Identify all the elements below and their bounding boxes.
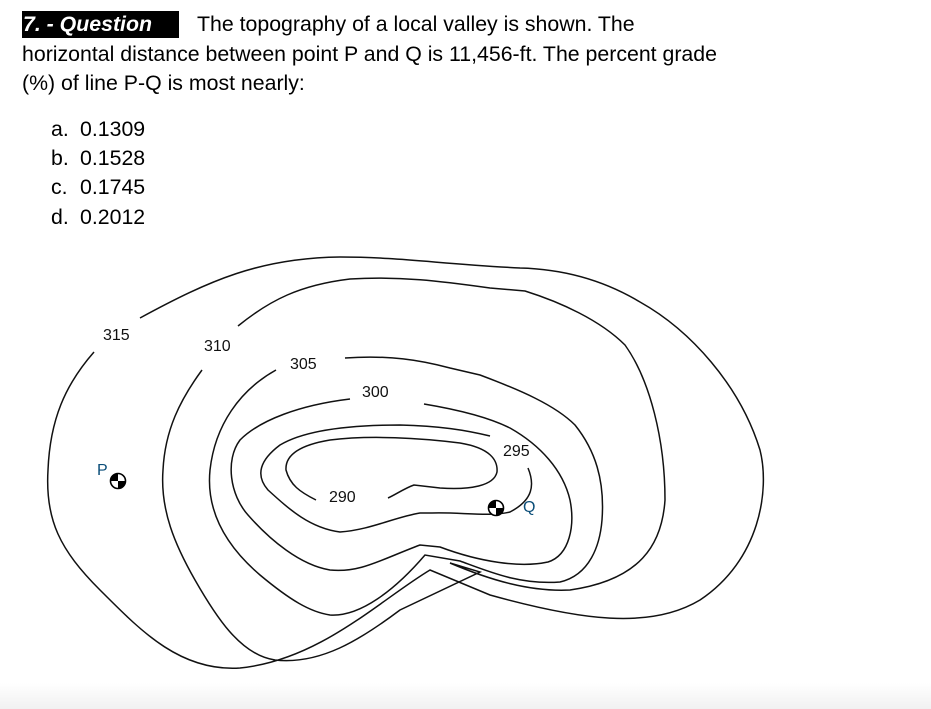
choice-value: 0.1745 [80,175,146,200]
choice-letter: d. [51,204,69,229]
page-bottom-fade [0,683,931,709]
choice-b[interactable]: b. 0.1528 [51,144,145,173]
contour-290 [285,436,498,501]
choice-d[interactable]: d. 0.2012 [51,203,145,232]
question-line-3: (%) of line P-Q is most nearly: [22,71,305,95]
question-line-2: horizontal distance between point P and … [22,41,717,66]
contour-label-310: 310 [204,338,231,355]
survey-point-p-icon [109,472,127,490]
contour-label-305: 305 [290,356,317,373]
question-text: 7. - Question The topography of a local v… [22,10,922,99]
contour-300 [230,398,573,572]
choice-value: 0.2012 [80,204,146,229]
choice-letter: a. [51,117,69,141]
choice-letter: c. [51,175,68,200]
choice-letter: b. [51,146,69,171]
choice-value: 0.1309 [80,117,146,141]
point-label-p: P [97,462,108,479]
point-label-q: Q [523,499,535,516]
contour-label-300: 300 [362,384,389,401]
contour-label-295: 295 [503,443,530,460]
choice-c[interactable]: c. 0.1745 [51,173,145,202]
choice-a[interactable]: a. 0.1309 [51,115,145,144]
survey-point-q-icon [487,499,505,517]
contour-label-315: 315 [103,327,130,344]
answer-choices: a. 0.1309 b. 0.1528 c. 0.1745 d. 0.2012 [51,115,145,232]
contour-295 [260,424,533,533]
choice-value: 0.1528 [80,146,146,171]
contour-label-290: 290 [329,489,356,506]
question-line-1: The topography of a local valley is show… [196,12,635,36]
question-number-badge: 7. - Question [22,11,179,38]
contour-305 [208,356,604,616]
contour-310 [161,277,666,662]
contour-315 [46,256,765,669]
